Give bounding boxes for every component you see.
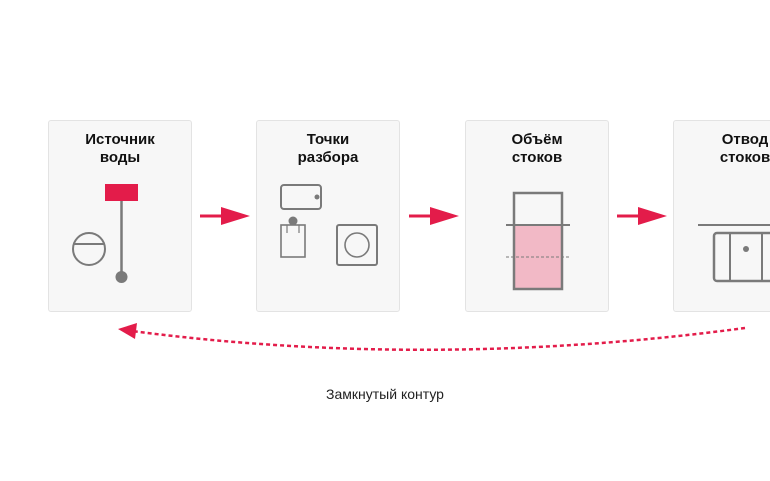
- card-title-line2: стоков: [511, 149, 563, 166]
- discharge-icon: [698, 224, 770, 283]
- card-title-line2: воды: [99, 149, 141, 166]
- washer-icon: [336, 224, 378, 266]
- tank-outline: [512, 191, 564, 291]
- valve-dot: [115, 271, 128, 283]
- card-title-line1: Отвод: [721, 131, 769, 148]
- card-title-line2: разбора: [297, 149, 359, 166]
- card-title: Объём стоков: [466, 131, 608, 167]
- card-title-line2: стоков: [719, 149, 770, 166]
- card-points-of-use: Точки разбора: [256, 120, 400, 312]
- card-title-line1: Объём: [511, 131, 563, 148]
- tank-volume-icon: [506, 191, 570, 291]
- points-of-use-icon: [280, 184, 378, 266]
- arrow-2-icon: [409, 207, 459, 225]
- card-wastewater-volume: Объём стоков: [465, 120, 609, 312]
- card-water-source: Источник воды: [48, 120, 192, 312]
- loop-return-arrow-icon: [118, 323, 746, 352]
- card-wastewater-discharge: Отвод стоков: [673, 120, 770, 312]
- card-title: Точки разбора: [257, 131, 399, 167]
- loop-caption: Замкнутый контур: [326, 386, 444, 402]
- washer-drum: [344, 232, 370, 258]
- sink-icon: [280, 184, 322, 210]
- arrow-1-icon: [200, 207, 250, 225]
- septic-inlet-dot: [743, 246, 749, 252]
- arrow-3-icon: [617, 207, 667, 225]
- pump-icon: [72, 232, 106, 266]
- card-title: Источник воды: [49, 131, 191, 167]
- card-title-line1: Точки: [306, 131, 350, 148]
- card-title: Отвод стоков: [674, 131, 770, 167]
- water-source-icon: [72, 184, 138, 283]
- faucet-dot: [288, 216, 298, 226]
- tank-block: [105, 184, 138, 201]
- sink-drain-dot: [314, 194, 320, 200]
- card-title-line1: Источник: [85, 131, 155, 148]
- septic-tank-icon: [712, 231, 770, 283]
- shower-icon: [280, 224, 306, 258]
